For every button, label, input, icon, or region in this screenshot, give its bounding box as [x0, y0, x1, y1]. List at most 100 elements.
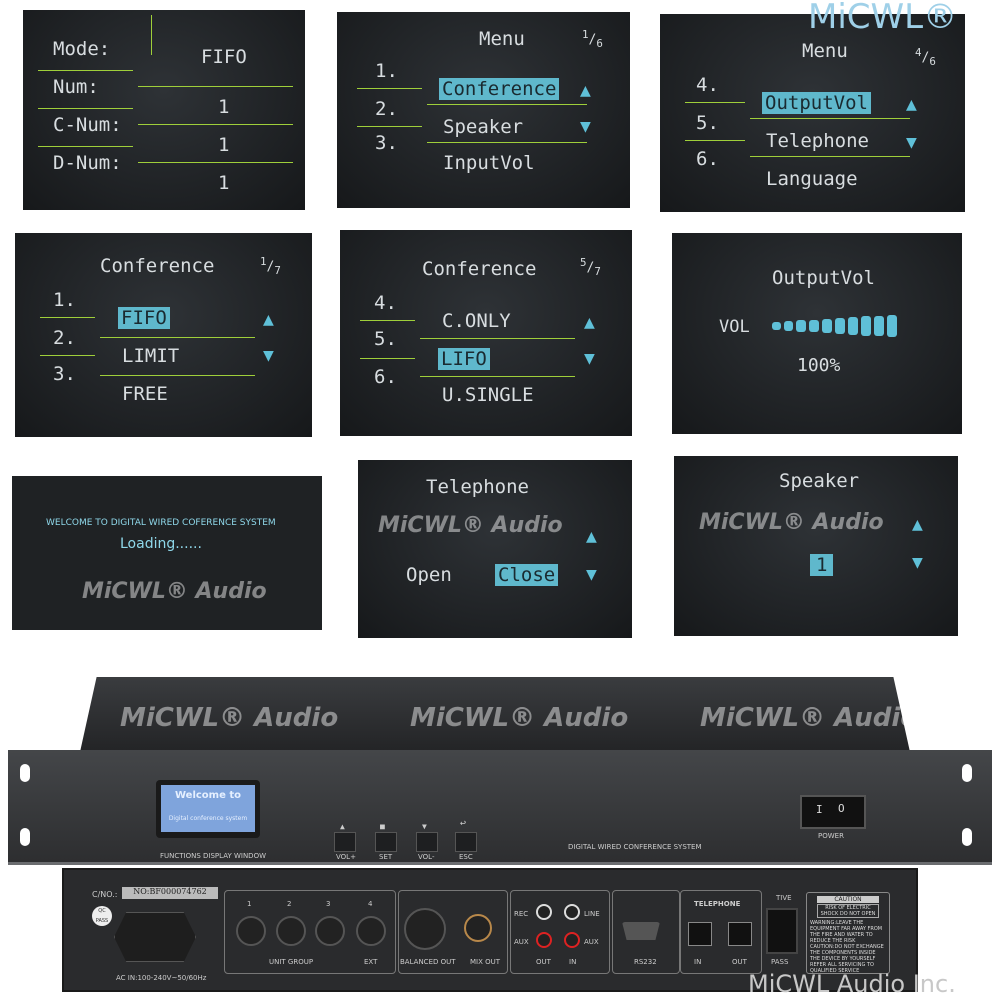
unit-port-1[interactable] [236, 916, 266, 946]
unit-port-2[interactable] [276, 916, 306, 946]
rs232-port[interactable] [622, 922, 660, 940]
menu-item-speaker[interactable]: Speaker [443, 116, 524, 138]
device-back: C/NO.: NO:BF000074762 QC PASS AC IN:100-… [62, 868, 918, 992]
arrow-down-icon[interactable]: ▼ [584, 348, 595, 369]
tel-out-port[interactable] [728, 922, 752, 946]
menu-item-telephone[interactable]: Telephone [766, 130, 869, 152]
xlr-balanced-out[interactable] [404, 908, 446, 950]
arrow-up-icon[interactable]: ▲ [584, 312, 595, 333]
vol-label: VOL [719, 317, 750, 337]
volume-segment [874, 315, 884, 337]
tel-out-label: OUT [732, 958, 747, 966]
menu-item-inputvol[interactable]: InputVol [443, 152, 535, 174]
menu-title: Conference [100, 255, 215, 277]
arrow-up-icon[interactable]: ▲ [263, 309, 274, 330]
cino-label: C/NO.: [92, 890, 118, 899]
mix-out-jack[interactable] [464, 914, 492, 942]
num-label: Num: [53, 76, 99, 98]
option-c-only[interactable]: C.ONLY [442, 310, 511, 332]
vol-up-button[interactable] [334, 832, 356, 852]
volume-segment [835, 318, 845, 334]
vol-up-label: VOL+ [336, 853, 356, 861]
menu-title: Menu [479, 28, 525, 50]
option-close[interactable]: Close [495, 564, 559, 586]
aux-in-rca[interactable] [564, 932, 580, 948]
menu-title: Conference [422, 258, 537, 280]
screen-loading: WELCOME TO DIGITAL WIRED COFERENCE SYSTE… [12, 476, 322, 630]
option-limit[interactable]: LIMIT [122, 345, 180, 367]
rec-out-rca[interactable] [536, 904, 552, 920]
volume-bar[interactable] [772, 313, 897, 339]
menu-item-outputvol[interactable]: OutputVol [762, 92, 871, 114]
arrow-down-icon[interactable]: ▼ [906, 132, 917, 153]
screen-conference-5: Conference 5/7 4. C.ONLY ▲ 5. LIFO ▼ 6. … [340, 230, 632, 436]
arrow-up-icon[interactable]: ▲ [586, 526, 597, 547]
square-icon: ■ [380, 822, 385, 831]
caution-label: CAUTION RISK OF ELECTRIC SHOCK DO NOT OP… [806, 892, 890, 974]
menu-title: Speaker [779, 470, 860, 492]
arrow-up-icon[interactable]: ▲ [906, 94, 917, 115]
menu-title: Menu [802, 40, 848, 62]
arrow-down-icon[interactable]: ▼ [580, 116, 591, 137]
screen-menu-1: Menu 1/6 1. Conference ▲ 2. Speaker ▼ 3.… [337, 12, 630, 208]
arrow-down-icon[interactable]: ▼ [263, 345, 274, 366]
item-num: 4. [696, 74, 719, 96]
item-num: 3. [375, 132, 398, 154]
ext-port[interactable] [356, 916, 386, 946]
mix-out-label: MIX OUT [470, 958, 501, 966]
item-num: 3. [53, 363, 76, 385]
speaker-value[interactable]: 1 [810, 554, 834, 576]
vol-down-button[interactable] [416, 832, 438, 852]
pass-switch[interactable] [766, 908, 798, 954]
up-icon: ▲ [340, 822, 345, 831]
caution-sub: RISK OF ELECTRIC SHOCK DO NOT OPEN [817, 904, 879, 918]
display-label: FUNCTIONS DISPLAY WINDOW [160, 852, 266, 860]
return-icon: ↩ [460, 818, 467, 829]
watermark: MiCWL® Audio [699, 510, 884, 535]
item-num: 2. [53, 327, 76, 349]
menu-title: Telephone [426, 476, 529, 498]
menu-item-language[interactable]: Language [766, 168, 858, 190]
option-fifo[interactable]: FIFO [118, 307, 170, 329]
screen-outputvol: OutputVol VOL 100% [672, 233, 962, 434]
rec-label: REC [514, 910, 529, 918]
brand-logo: MiCWL® [808, 0, 958, 37]
set-button[interactable] [375, 832, 397, 852]
volume-segment [861, 316, 871, 336]
item-num: 1. [375, 60, 398, 82]
option-free[interactable]: FREE [122, 383, 168, 405]
lcd-line-2: Digital conference system [168, 815, 248, 822]
aux-in-label: AUX [584, 938, 599, 946]
num-value: 1 [218, 96, 230, 118]
option-u-single[interactable]: U.SINGLE [442, 384, 534, 406]
esc-button[interactable] [455, 832, 477, 852]
unit-num: 1 [247, 900, 252, 908]
line-in-rca[interactable] [564, 904, 580, 920]
option-open[interactable]: Open [406, 564, 452, 586]
unit-num: 2 [287, 900, 292, 908]
volume-segment [772, 322, 781, 330]
volume-segment [809, 319, 819, 333]
ac-label: AC IN:100-240V~50/60Hz [116, 974, 207, 982]
menu-item-conference[interactable]: Conference [439, 78, 560, 100]
arrow-up-icon[interactable]: ▲ [912, 514, 923, 535]
watermark: MiCWL® Audio [378, 513, 563, 538]
arrow-down-icon[interactable]: ▼ [586, 564, 597, 585]
item-num: 5. [696, 112, 719, 134]
volume-segment [822, 318, 832, 334]
volume-percent: 100% [797, 355, 841, 376]
option-lifo[interactable]: LIFO [438, 348, 490, 370]
arrow-down-icon[interactable]: ▼ [912, 552, 923, 573]
tel-in-port[interactable] [688, 922, 712, 946]
welcome-text: WELCOME TO DIGITAL WIRED COFERENCE SYSTE… [46, 518, 276, 528]
screen-mode: Mode: FIFO Num: 1 C-Num: 1 D-Num: 1 [23, 10, 305, 210]
mode-value: FIFO [201, 46, 247, 68]
arrow-up-icon[interactable]: ▲ [580, 80, 591, 101]
page-indicator: 4/6 [915, 46, 936, 68]
c-num-label: C-Num: [53, 114, 122, 136]
unit-port-3[interactable] [315, 916, 345, 946]
mode-label: Mode: [53, 38, 111, 60]
front-lcd: Welcome to Digital conference system [156, 780, 260, 838]
aux-out-rca[interactable] [536, 932, 552, 948]
